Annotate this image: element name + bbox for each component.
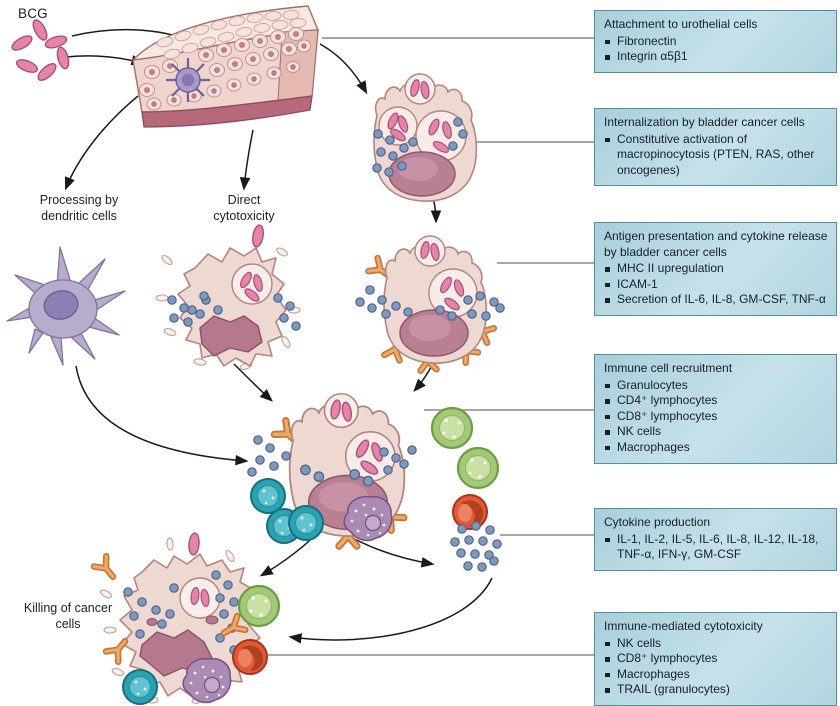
info-box-internalization: Internalization by bladder cancer cells … <box>594 108 837 187</box>
info-box-bullet: TRAIL (granulocytes) <box>604 682 828 698</box>
info-box-bullet: Macrophages <box>604 440 828 456</box>
info-box-list: Granulocytes CD4⁺ lymphocytes CD8⁺ lymph… <box>604 378 828 456</box>
info-box-title: Immune cell recruitment <box>604 361 733 375</box>
info-box-list: Constitutive activation of macropinocyto… <box>604 132 828 179</box>
dendritic-cell <box>6 246 126 366</box>
cancer-cell-internalization <box>372 73 478 202</box>
info-box-list: IL-1, IL-2, IL-5, IL-6, IL-8, IL-12, IL-… <box>604 532 828 563</box>
info-box-bullet: CD8⁺ lymphocytes <box>604 409 828 425</box>
nk-cell <box>232 639 268 675</box>
info-box-title: Attachment to urothelial cells <box>604 17 758 31</box>
info-box-bullet: Constitutive activation of macropinocyto… <box>604 132 828 179</box>
info-box-bullet: Fibronectin <box>604 34 828 50</box>
urothelium-tissue-block <box>132 5 320 128</box>
info-box-title: Immune-mediated cytotoxicity <box>604 619 763 633</box>
green-lymphocyte <box>237 584 281 628</box>
info-box-list: NK cells CD8⁺ lymphocytes Macrophages TR… <box>604 636 828 698</box>
info-box-bullet: CD8⁺ lymphocytes <box>604 651 828 667</box>
direct-cytotoxicity-cell <box>155 223 301 372</box>
green-lymphocyte <box>456 446 500 490</box>
info-box-bullet: IL-1, IL-2, IL-5, IL-6, IL-8, IL-12, IL-… <box>604 532 828 563</box>
info-box-bullet: CD4⁺ lymphocytes <box>604 393 828 409</box>
info-box-cytokine-production: Cytokine production IL-1, IL-2, IL-5, IL… <box>594 508 837 571</box>
processing-by-dendritic-cells-label: Processing by dendritic cells <box>39 193 119 223</box>
info-box-list: Fibronectin Integrin α5β1 <box>604 34 828 65</box>
info-box-bullet: MHC II upregulation <box>604 261 828 277</box>
info-box-bullet: Secretion of IL-6, IL-8, GM-CSF, TNF-α <box>604 292 828 308</box>
teal-lymphocyte <box>250 478 286 514</box>
info-box-bullet: NK cells <box>604 636 828 652</box>
info-box-attachment: Attachment to urothelial cells Fibronect… <box>594 10 837 73</box>
info-box-antigen-presentation: Antigen presentation and cytokine releas… <box>594 222 837 316</box>
nk-cell <box>452 494 488 530</box>
info-box-bullet: NK cells <box>604 424 828 440</box>
bcg-bacteria <box>9 17 72 84</box>
info-box-immune-cytotoxicity: Immune-mediated cytotoxicity NK cells CD… <box>594 612 837 706</box>
info-box-bullet: Integrin α5β1 <box>604 49 828 65</box>
info-box-title: Cytokine production <box>604 515 711 529</box>
info-box-immune-recruitment: Immune cell recruitment Granulocytes CD4… <box>594 354 837 464</box>
info-box-bullet: Granulocytes <box>604 378 828 394</box>
info-box-bullet: ICAM-1 <box>604 277 828 293</box>
green-lymphocyte <box>430 406 474 450</box>
info-box-bullet: Macrophages <box>604 667 828 683</box>
cytokine-cluster <box>450 521 502 572</box>
teal-lymphocyte <box>122 669 158 705</box>
bcg-label: BCG <box>18 6 48 21</box>
teal-lymphocyte <box>288 505 324 541</box>
info-box-title: Internalization by bladder cancer cells <box>604 115 805 129</box>
killing-of-cancer-cells-label: Killing of cancer cells <box>23 601 113 631</box>
info-box-list: MHC II upregulation ICAM-1 Secretion of … <box>604 261 828 308</box>
direct-cytotoxicity-label: Direct cytotoxicity <box>213 193 275 223</box>
cancer-cell-antigen-presentation <box>368 235 493 371</box>
info-box-title: Antigen presentation and cytokine releas… <box>604 229 828 259</box>
box-connector-lines <box>268 37 594 656</box>
tissue-dendritic-cell <box>166 58 210 102</box>
